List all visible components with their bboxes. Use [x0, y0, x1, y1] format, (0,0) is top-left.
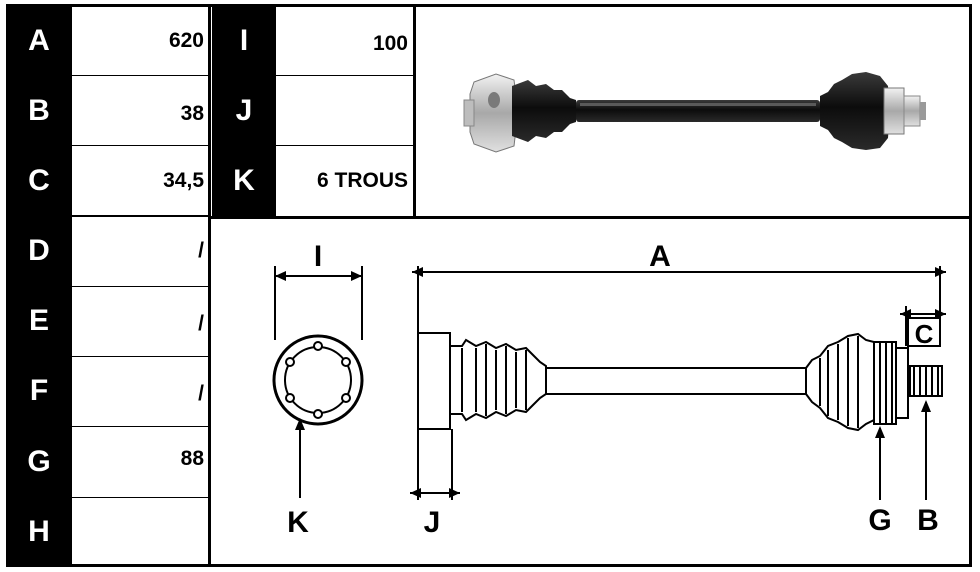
label-C: C [6, 146, 72, 216]
grid-line-right-val-1 [276, 75, 414, 76]
value-B: 38 [72, 76, 210, 152]
bolt-hole-3 [341, 393, 351, 403]
photo-inner-joint-flange [463, 73, 519, 153]
label-C-text: C [28, 164, 50, 197]
dim-A-arrow-right [935, 267, 946, 277]
grid-line-val-2 [72, 145, 210, 146]
dim-I-arrow-left [275, 271, 286, 281]
label-E-text: E [28, 304, 49, 337]
grid-line-val-4 [72, 286, 210, 287]
label-J-text: J [235, 94, 253, 127]
grid-line-right-edge [969, 4, 972, 567]
label-G-text: G [27, 445, 51, 478]
label-H-text: H [28, 515, 50, 548]
dim-label-G: G [868, 504, 891, 537]
bolt-hole-2 [341, 357, 351, 367]
outer-bell [895, 347, 909, 419]
dim-I-arrow-right [351, 271, 362, 281]
label-H: H [6, 498, 72, 566]
dim-C-arrow-right [935, 309, 946, 319]
grid-line-header-split [208, 216, 972, 219]
inner-housing [417, 332, 451, 430]
value-K: 6 TROUS [276, 146, 414, 216]
label-A-text: A [28, 24, 50, 57]
grid-line-val-7 [72, 497, 210, 498]
value-I: 100 [276, 6, 414, 82]
label-I: I [212, 6, 276, 76]
value-H [72, 498, 210, 566]
value-E: / [72, 286, 210, 362]
leader-B-arrow [921, 400, 931, 412]
label-K: K [212, 146, 276, 216]
photo-shaft-highlight [580, 103, 816, 106]
grid-line-val-1 [72, 75, 210, 76]
outer-boot-outline [805, 332, 875, 432]
value-F: / [72, 356, 210, 432]
bolt-hole-6 [285, 357, 295, 367]
label-D: D [6, 216, 72, 286]
dim-J-arrow-left [410, 488, 421, 498]
bolt-hole-4 [313, 409, 323, 419]
dim-C-arrow-left [900, 309, 911, 319]
dim-label-I: I [314, 240, 322, 273]
leader-G-arrow [875, 426, 885, 438]
label-I-text: I [239, 24, 249, 57]
grid-line-small-table-right [413, 4, 416, 218]
photo-outer-joint-spline [883, 87, 926, 135]
dim-A-arrow-left [412, 267, 423, 277]
dim-C-label-box [907, 317, 941, 347]
label-F: F [6, 356, 72, 426]
label-G: G [6, 426, 72, 498]
dim-label-C: C [915, 319, 934, 349]
value-A: 620 [72, 6, 210, 76]
inner-boot-outline [449, 338, 547, 422]
bolt-hole-5 [285, 393, 295, 403]
flange-outer-circle [272, 334, 364, 426]
photo-outer-boot [820, 72, 890, 150]
label-D-text: D [28, 234, 50, 267]
grid-line-top [6, 4, 972, 7]
grid-line-val-5 [72, 356, 210, 357]
dim-J-arrow-right [449, 488, 460, 498]
bolt-hole-1 [313, 341, 323, 351]
grid-line-bottom [6, 564, 972, 567]
grid-line-val-3 [72, 215, 210, 217]
value-D: / [72, 216, 210, 286]
photo-inner-boot [512, 80, 576, 142]
dim-label-J: J [424, 506, 441, 539]
dim-label-K: K [287, 506, 309, 539]
label-A: A [6, 6, 72, 76]
flange-inner-circle [284, 346, 352, 414]
value-C: 34,5 [72, 146, 210, 216]
label-B-text: B [28, 94, 50, 127]
label-E: E [6, 286, 72, 356]
grid-line-val-6 [72, 426, 210, 427]
label-J: J [212, 76, 276, 146]
grid-line-left-table-right [208, 4, 211, 567]
dim-label-A: A [649, 240, 671, 273]
value-G: 88 [72, 426, 210, 492]
label-K-text: K [233, 164, 255, 197]
dim-label-B: B [917, 504, 939, 537]
leader-K-arrow [295, 418, 305, 430]
grid-line-right-val-2 [276, 145, 414, 146]
value-J [276, 76, 414, 146]
label-F-text: F [29, 374, 49, 407]
label-B: B [6, 76, 72, 146]
